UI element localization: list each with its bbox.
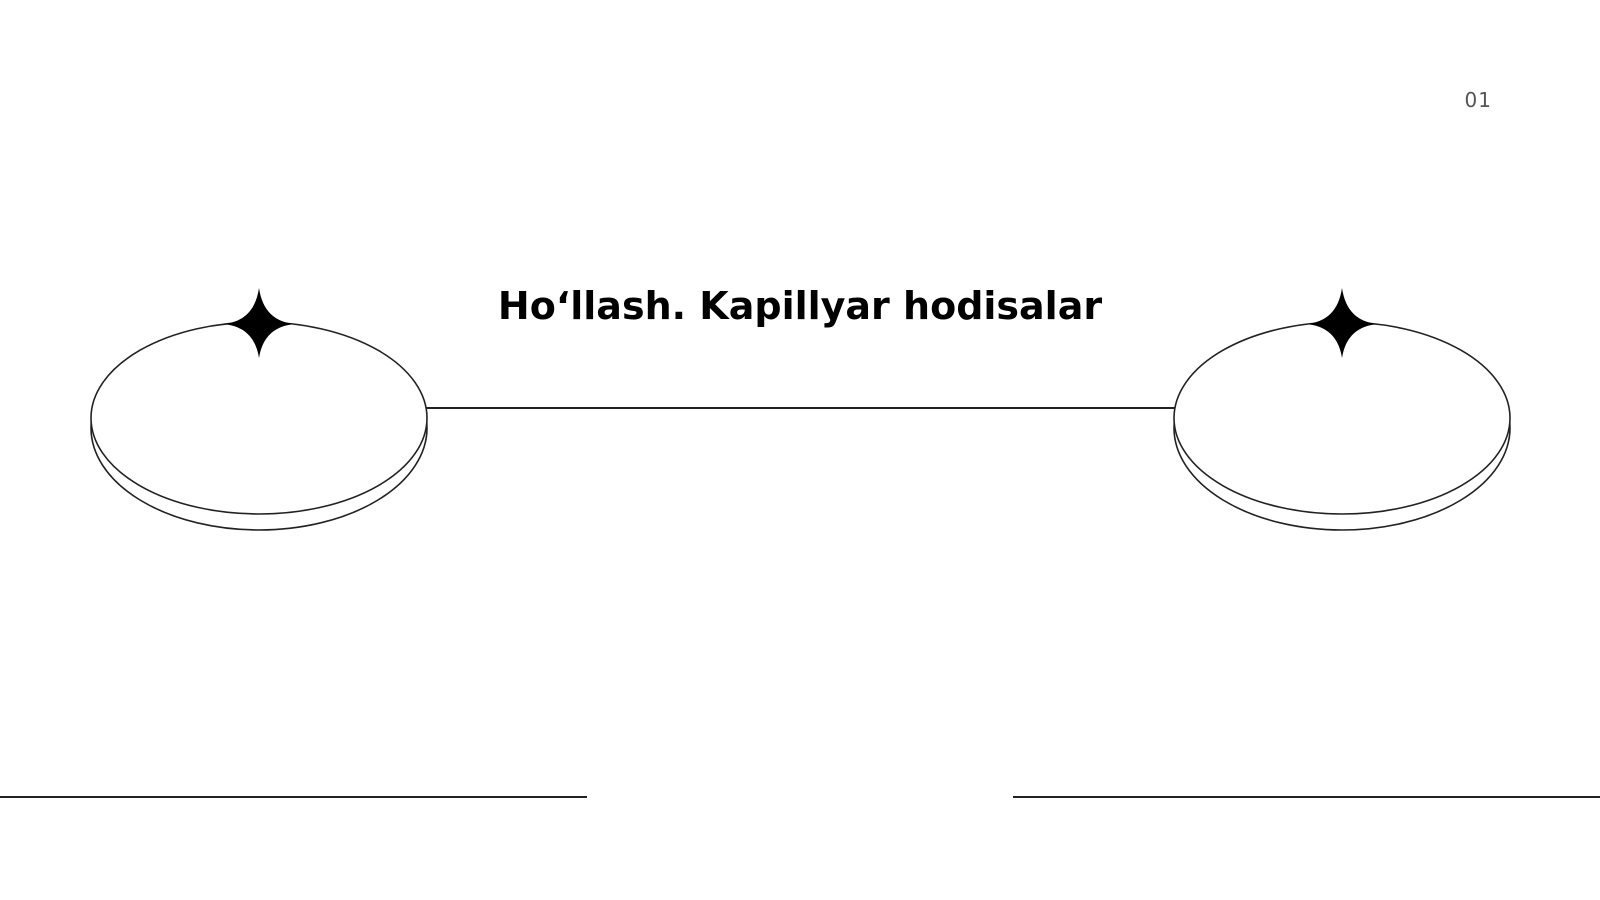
slide-title: Ho‘llash. Kapillyar hodisalar	[497, 284, 1103, 328]
right-star-icon	[1305, 288, 1379, 358]
right-star-ring-icon	[1173, 288, 1511, 531]
left-star-ring-icon	[90, 288, 428, 531]
page-number: 01	[1464, 88, 1492, 112]
left-star-icon	[222, 288, 296, 358]
